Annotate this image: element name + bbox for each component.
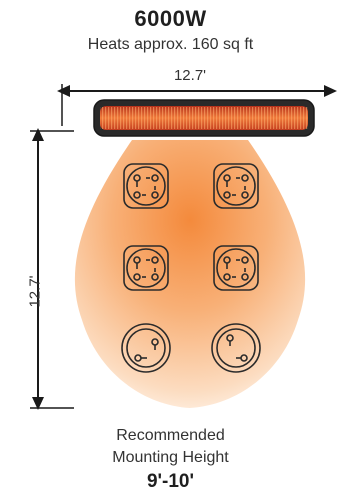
recommendation-line-1: Recommended <box>116 427 225 444</box>
coverage-text: Heats approx. 160 sq ft <box>87 36 254 53</box>
recommendation-line-2: Mounting Height <box>112 449 229 466</box>
width-dimension-arrow <box>57 84 337 126</box>
height-dimension-arrow <box>30 128 74 410</box>
wattage-title: 6000W <box>134 6 207 31</box>
chair-set-icon <box>121 163 261 373</box>
mounting-height-value: 9'-10' <box>146 471 195 492</box>
patio-heater-icon <box>93 99 315 137</box>
width-dimension-label: 12.7' <box>173 67 207 84</box>
height-dimension-label: 12.7' <box>26 275 44 308</box>
heat-zone-icon <box>74 140 306 408</box>
